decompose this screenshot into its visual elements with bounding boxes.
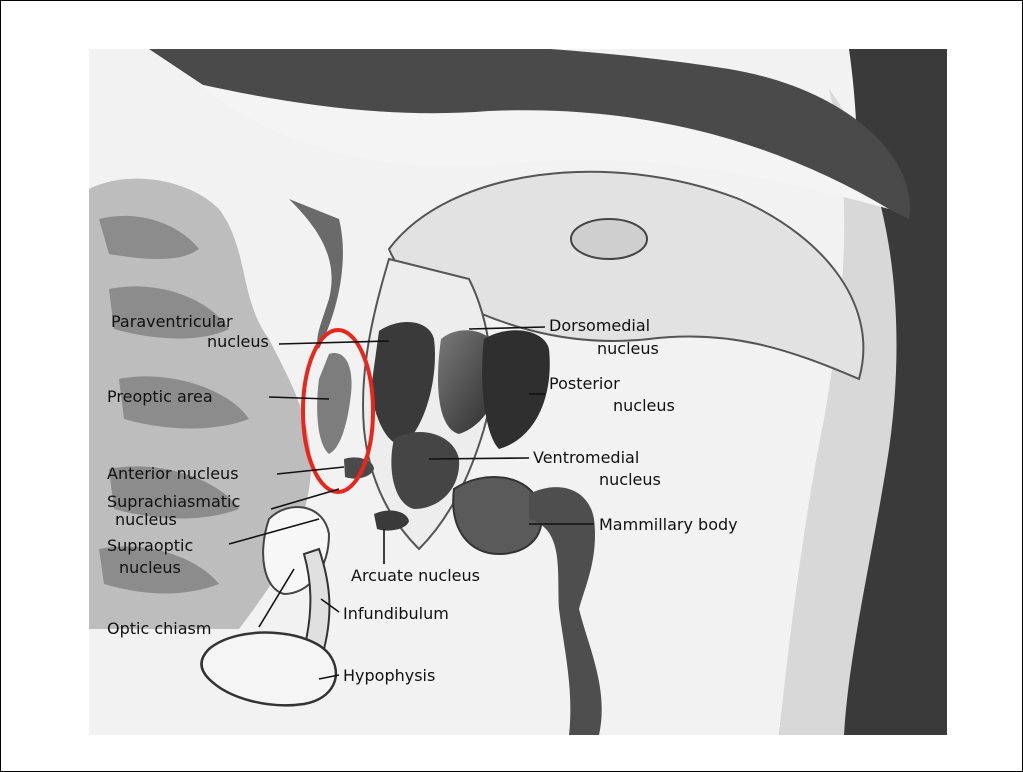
label-ventromedial-1: Ventromedial	[533, 448, 639, 467]
label-infundibulum: Infundibulum	[343, 604, 449, 623]
interthalamic-adhesion	[571, 219, 647, 259]
label-paraventricular-1: Paraventricular	[111, 312, 233, 331]
label-posterior-2: nucleus	[613, 396, 675, 415]
label-arcuate-nucleus: Arcuate nucleus	[351, 566, 480, 585]
label-anterior-nucleus: Anterior nucleus	[107, 464, 239, 483]
label-dorsomedial-2: nucleus	[597, 339, 659, 358]
label-suprachiasmatic-1: Suprachiasmatic	[107, 492, 240, 511]
label-mammillary-body: Mammillary body	[599, 515, 738, 534]
label-preoptic-area: Preoptic area	[107, 387, 213, 406]
label-posterior-1: Posterior	[549, 374, 620, 393]
label-supraoptic-2: nucleus	[119, 558, 181, 577]
label-suprachiasmatic-2: nucleus	[115, 510, 177, 529]
label-hypophysis: Hypophysis	[343, 666, 435, 685]
hypothalamus-diagram: Paraventricular nucleus Preoptic area An…	[89, 49, 947, 735]
label-paraventricular-2: nucleus	[207, 332, 269, 351]
label-ventromedial-2: nucleus	[599, 470, 661, 489]
diagram-svg: Paraventricular nucleus Preoptic area An…	[89, 49, 947, 735]
label-optic-chiasm: Optic chiasm	[107, 619, 211, 638]
label-dorsomedial-1: Dorsomedial	[549, 316, 650, 335]
label-supraoptic-1: Supraoptic	[107, 536, 193, 555]
